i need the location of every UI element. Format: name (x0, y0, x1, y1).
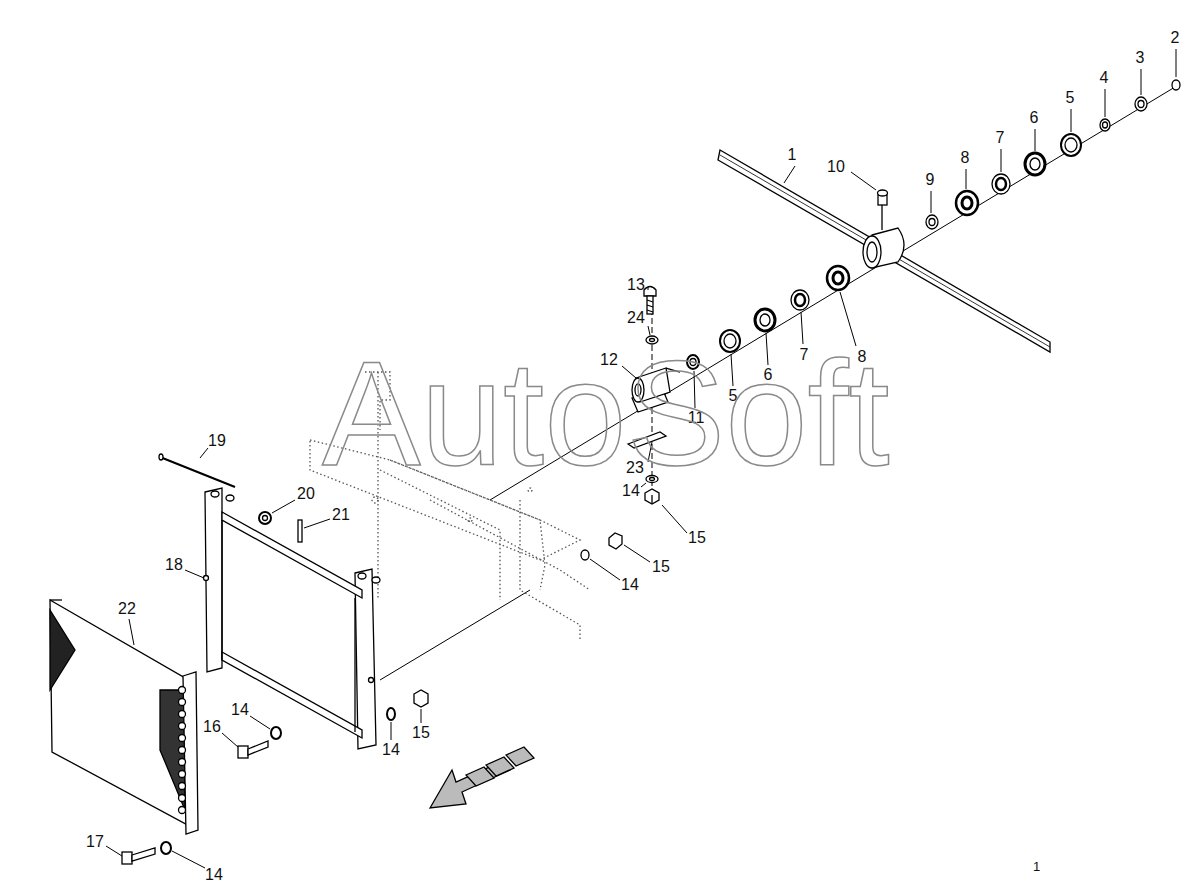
axis-line (380, 590, 530, 680)
bolt (644, 287, 658, 345)
fasteners (122, 690, 428, 864)
leader-lines (106, 49, 1176, 868)
watermark: AutoSoft (322, 340, 890, 488)
callout-number: 17 (86, 833, 104, 851)
callout-number: 14 (621, 576, 639, 594)
callout-number: 19 (208, 432, 226, 450)
grease-fitting (878, 190, 888, 230)
callout-number: 14 (205, 866, 223, 884)
radiator-frame (204, 488, 381, 749)
callout-number: 15 (688, 529, 706, 547)
washer (259, 512, 302, 542)
callout-number: 1 (788, 146, 797, 164)
callout-number: 14 (231, 701, 249, 719)
direction-arrow (430, 747, 534, 808)
callout-number: 14 (382, 741, 400, 759)
callout-number: 3 (1136, 49, 1145, 67)
callout-number: 13 (627, 276, 645, 294)
callout-number: 20 (297, 485, 315, 503)
callout-number: 15 (652, 558, 670, 576)
page-number: 1 (1033, 859, 1040, 874)
washer-stack (687, 80, 1180, 369)
callout-number: 4 (1100, 69, 1109, 87)
callout-number: 6 (1030, 109, 1039, 127)
long-bolt (159, 454, 235, 487)
callout-number: 21 (332, 506, 350, 524)
callout-number: 9 (926, 171, 935, 189)
callout-number: 22 (118, 600, 136, 618)
callout-number: 24 (627, 309, 645, 327)
radiator (50, 600, 198, 834)
callout-number: 16 (203, 718, 221, 736)
callout-number: 7 (996, 129, 1005, 147)
callout-number: 15 (412, 724, 430, 742)
shaft (718, 150, 1050, 352)
callout-number: 8 (961, 149, 970, 167)
callout-number: 5 (1066, 89, 1075, 107)
callout-number: 2 (1171, 29, 1180, 47)
callout-number: 18 (165, 556, 183, 574)
hub (863, 228, 904, 268)
callout-number: 10 (827, 158, 845, 176)
